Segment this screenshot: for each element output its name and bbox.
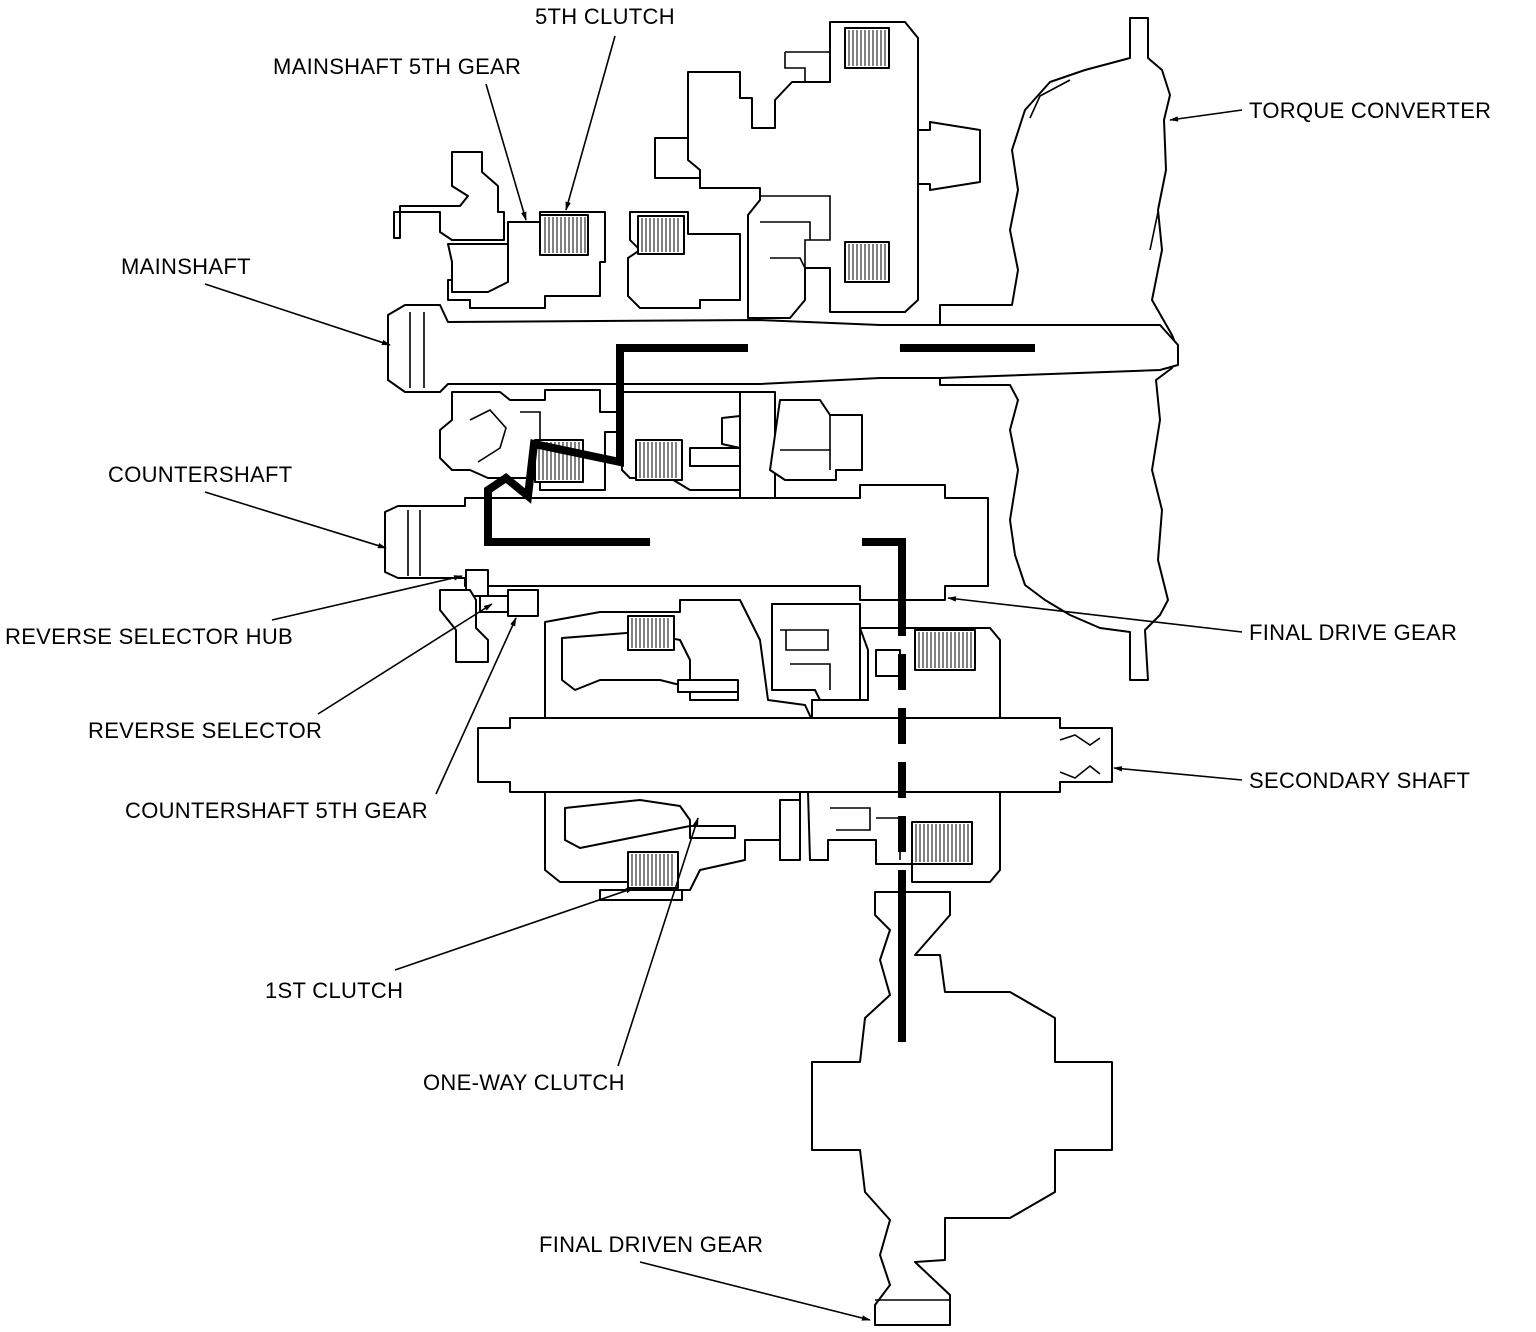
label-mainshaft: MAINSHAFT [121, 254, 251, 279]
label-reverse-selector-hub: REVERSE SELECTOR HUB [5, 624, 293, 649]
leader-final-drive-gear [947, 596, 1243, 633]
callout-labels: 5TH CLUTCH MAINSHAFT 5TH GEAR TORQUE CON… [5, 4, 1491, 1257]
mainshaft [387, 304, 1179, 393]
leader-mainshaft-5th-gear [485, 83, 527, 221]
label-countershaft: COUNTERSHAFT [108, 462, 293, 487]
leader-countershaft [204, 491, 387, 549]
lower-clutch-assembly [544, 791, 1001, 901]
label-1st-clutch: 1ST CLUTCH [265, 978, 403, 1003]
leader-torque-converter [1169, 109, 1243, 122]
leader-final-driven-gear [639, 1261, 871, 1321]
label-final-drive-gear: FINAL DRIVE GEAR [1249, 620, 1457, 645]
countershaft-upper-cluster [439, 389, 863, 501]
reverse-selector-hub-and-selector [439, 569, 539, 663]
leader-mainshaft [204, 283, 391, 346]
fifth-clutch-plates [539, 27, 890, 283]
secondary-shaft [477, 717, 1113, 793]
leader-5th-clutch [565, 35, 616, 211]
label-one-way-clutch: ONE-WAY CLUTCH [423, 1070, 625, 1095]
secondary-shaft-cluster [544, 599, 1001, 721]
power-flow-path [484, 344, 1035, 1043]
label-final-driven-gear: FINAL DRIVEN GEAR [539, 1232, 763, 1257]
label-secondary-shaft: SECONDARY SHAFT [1249, 768, 1470, 793]
label-torque-converter: TORQUE CONVERTER [1249, 98, 1491, 123]
leader-1st-clutch [394, 887, 635, 971]
label-reverse-selector: REVERSE SELECTOR [88, 718, 322, 743]
power-flow-final-drive [862, 538, 906, 600]
power-flow-mainshaft-to-countershaft [484, 344, 748, 546]
leader-lines [204, 35, 1243, 1321]
leader-countershaft-5th-gear [435, 617, 517, 795]
leader-reverse-selector [317, 603, 493, 715]
label-countershaft-5th-gear: COUNTERSHAFT 5TH GEAR [125, 798, 428, 823]
label-mainshaft-5th-gear: MAINSHAFT 5TH GEAR [273, 54, 521, 79]
mainshaft-upper-assembly [393, 21, 981, 319]
label-5th-clutch: 5TH CLUTCH [535, 4, 675, 29]
leader-reverse-selector-hub [271, 575, 463, 621]
leader-one-way-clutch [617, 817, 699, 1067]
final-driven-gear-differential [811, 891, 1113, 1326]
leader-secondary-shaft [1113, 766, 1243, 781]
